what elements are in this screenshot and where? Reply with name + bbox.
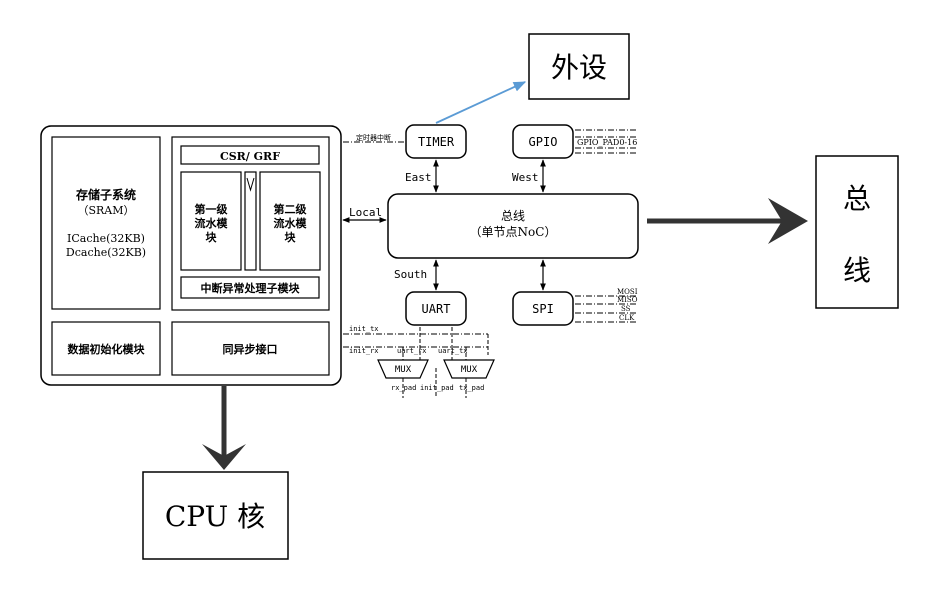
pipeline-register-chevron — [246, 177, 255, 192]
stage1-line1: 第一级 — [195, 202, 229, 216]
stage2-line1: 第二级 — [274, 202, 308, 216]
gpio-label: GPIO — [529, 135, 558, 149]
timer-box: TIMER — [405, 124, 467, 159]
stage1-box — [180, 171, 242, 271]
spi-pin-lines — [575, 295, 638, 323]
noc-label-line1: 总线 — [501, 209, 525, 223]
storage-icache: ICache(32KB) — [67, 232, 145, 245]
storage-dcache: Dcache(32KB) — [66, 246, 146, 259]
stage1-line3: 块 — [206, 230, 218, 244]
init-tx-label: init_tx — [349, 325, 379, 333]
cpu-core-label: CPU 核 — [165, 500, 265, 533]
gpio-pad-label: GPIO_PAD0-16 — [577, 138, 637, 147]
peripheral-label: 外设 — [551, 51, 607, 84]
spi-mosi-label: MOSI — [617, 288, 638, 296]
bus-label-char-2: 线 — [843, 254, 871, 287]
uart-box: UART — [405, 291, 467, 326]
east-label: East — [405, 171, 432, 184]
mux-rx: MUX — [377, 359, 429, 379]
stage1-line2: 流水模 — [195, 216, 229, 230]
interrupt-box — [180, 276, 320, 299]
rx-pad-label: rx_pad — [391, 384, 416, 392]
init-rx-label: init_rx — [349, 347, 379, 355]
init-pad-label: init_pad — [420, 384, 454, 392]
storage-sram: （SRAM） — [77, 204, 134, 217]
timer-label: TIMER — [418, 135, 455, 149]
uart-wires — [343, 327, 489, 398]
sync-interface-label: 同异步接口 — [223, 342, 278, 356]
csr-grf-box — [180, 145, 320, 165]
data-init-box: 数据初始化模块 — [51, 321, 161, 376]
cpu-to-core-thick-arrow — [202, 386, 246, 470]
storage-title: 存储子系统 — [75, 187, 136, 202]
timer-peripheral-arrow — [435, 81, 527, 124]
mux-tx-label: MUX — [461, 365, 478, 375]
noc-to-bus-thick-arrow — [647, 198, 808, 244]
bus-label-char-1: 总 — [843, 182, 871, 215]
bus-box: 总 线 — [815, 155, 899, 309]
spi-ss-label: SS — [621, 305, 631, 313]
cpu-core-box: CPU 核 — [142, 471, 289, 560]
stage2-line2: 流水模 — [274, 216, 308, 230]
csr-grf-label: CSR/ GRF — [220, 150, 280, 163]
uart-rx-label: uart_rx — [397, 347, 427, 355]
stage2-box — [259, 171, 321, 271]
tx-pad-label: tx_pad — [459, 384, 484, 392]
spi-miso-label: MISO — [617, 296, 638, 304]
stage2-line3: 块 — [285, 230, 297, 244]
mux-tx: MUX — [443, 359, 495, 379]
timer-irq-label: 定时器中断 — [356, 133, 391, 142]
south-label: South — [394, 268, 427, 281]
pipeline-group-box: CSR/ GRF 第一级 流水模 块 第二级 流水模 块 中断异常处理子模块 — [171, 136, 330, 311]
spi-box: SPI — [512, 291, 574, 326]
peripheral-box: 外设 — [528, 33, 630, 100]
uart-tx-label: uart_tx — [438, 347, 468, 355]
data-init-label: 数据初始化模块 — [68, 342, 146, 356]
local-label: Local — [349, 206, 382, 219]
noc-bus-box: 总线 （单节点NoC） — [387, 193, 639, 259]
noc-label-line2: （单节点NoC） — [470, 225, 557, 239]
uart-label: UART — [422, 302, 451, 316]
storage-subsystem-box: 存储子系统 （SRAM） ICache(32KB) Dcache(32KB) — [51, 136, 161, 310]
interrupt-label: 中断异常处理子模块 — [201, 281, 301, 295]
spi-clk-label: CLK — [619, 314, 635, 322]
pipeline-register — [244, 171, 257, 271]
mux-rx-label: MUX — [395, 365, 412, 375]
west-label: West — [512, 171, 539, 184]
gpio-pad-lines — [575, 129, 638, 154]
spi-label: SPI — [532, 302, 554, 316]
gpio-box: GPIO — [512, 124, 574, 159]
sync-interface-box: 同异步接口 — [171, 321, 330, 376]
